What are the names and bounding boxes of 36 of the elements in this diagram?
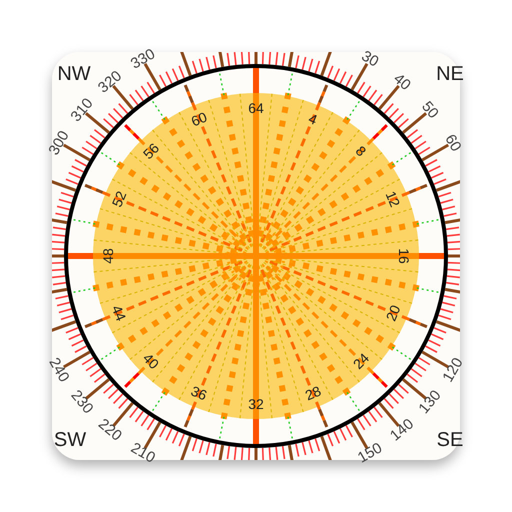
degree-label: 220 [96,416,124,444]
bearing-number: 20 [383,302,402,322]
degree-label: 30 [358,48,380,70]
direction-label: SE [436,430,464,450]
bearing-number: 32 [248,397,264,411]
degree-label: 150 [354,440,384,466]
degree-label: 310 [68,96,96,124]
bearing-number: 36 [189,383,210,402]
direction-label: NE [436,64,464,84]
bearing-number: 28 [302,383,322,402]
bearing-number: 16 [397,248,411,264]
degree-label: 140 [388,416,416,444]
degree-label: 240 [46,354,72,384]
degree-label: 300 [46,128,72,158]
bearing-number: 40 [140,350,162,372]
bearing-number: 12 [383,189,402,210]
degree-label: 330 [128,46,158,72]
bearing-number: 60 [189,110,210,129]
degree-label: 230 [68,388,96,416]
bearing-number: 64 [248,101,264,115]
bearing-number: 24 [350,350,372,372]
degree-label: 210 [128,440,158,466]
bearing-number: 52 [110,189,129,210]
direction-label: SW [54,430,86,450]
bearing-number: 56 [140,140,162,162]
degree-label: 40 [390,70,414,94]
degree-label: 60 [442,132,464,154]
bearing-number: 44 [110,302,129,322]
degree-label: 50 [418,98,441,122]
bearing-number: 4 [306,111,319,128]
bearing-number: 8 [352,144,368,160]
direction-label: NW [57,64,91,84]
degree-label: 130 [416,388,444,416]
degree-label: 120 [440,354,466,384]
bearing-number: 48 [101,248,115,264]
degree-label: 320 [96,68,124,96]
